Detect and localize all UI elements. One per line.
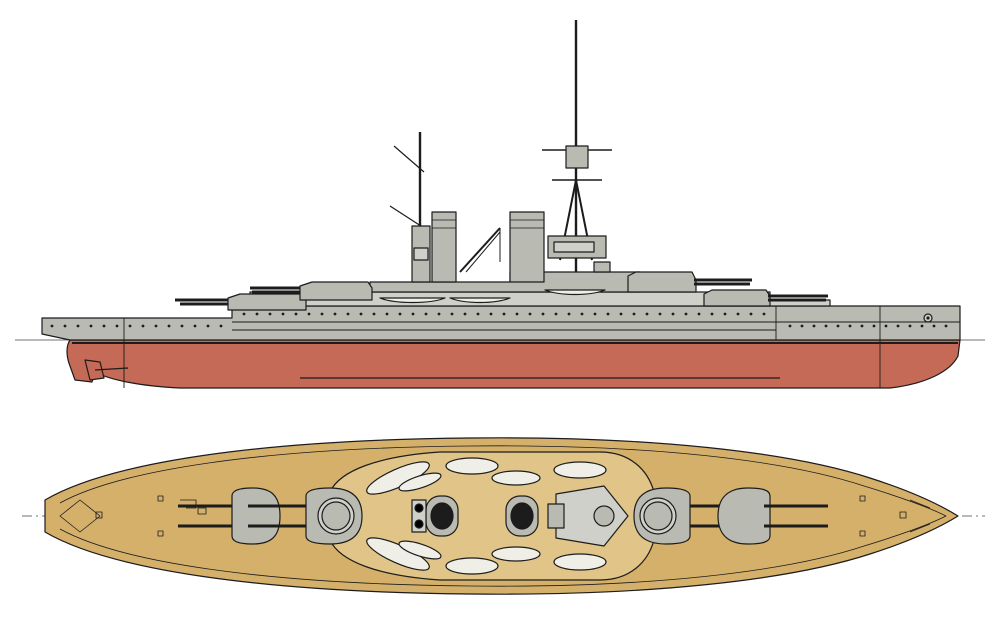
porthole: [920, 324, 924, 328]
porthole: [848, 324, 852, 328]
boat-crane: [459, 227, 501, 273]
bridge-plan: [547, 485, 629, 547]
porthole: [63, 324, 67, 328]
porthole: [684, 312, 688, 316]
porthole: [489, 312, 493, 316]
porthole: [554, 312, 558, 316]
plan-view: [22, 437, 985, 595]
porthole: [411, 312, 415, 316]
porthole: [800, 324, 804, 328]
turret-aft-2: [250, 281, 373, 301]
porthole: [541, 312, 545, 316]
porthole: [219, 324, 223, 328]
porthole: [102, 324, 106, 328]
porthole: [812, 324, 816, 328]
porthole: [476, 312, 480, 316]
porthole-row: [50, 312, 948, 328]
porthole: [346, 312, 350, 316]
porthole: [206, 324, 210, 328]
deck-edge-line: [59, 445, 947, 587]
porthole: [528, 312, 532, 316]
porthole: [154, 324, 158, 328]
porthole: [736, 312, 740, 316]
porthole: [385, 312, 389, 316]
porthole: [320, 312, 324, 316]
porthole: [128, 324, 132, 328]
porthole: [502, 312, 506, 316]
lower-hull: [66, 339, 961, 389]
porthole: [307, 312, 311, 316]
funnel-aft: [431, 211, 457, 283]
porthole: [424, 312, 428, 316]
porthole: [450, 312, 454, 316]
side-profile-view: [15, 20, 985, 389]
deck-fittings: [59, 495, 931, 537]
porthole: [606, 312, 610, 316]
porthole: [167, 324, 171, 328]
funnel-fwd: [509, 211, 545, 283]
upper-hull: [41, 305, 961, 341]
porthole: [359, 312, 363, 316]
porthole: [141, 324, 145, 328]
porthole: [515, 312, 519, 316]
boats: [379, 289, 606, 304]
porthole: [908, 324, 912, 328]
porthole: [884, 324, 888, 328]
turret-aft-1: [175, 293, 307, 311]
porthole: [255, 312, 259, 316]
porthole: [580, 312, 584, 316]
porthole: [645, 312, 649, 316]
turret-fwd-1: [627, 271, 752, 293]
porthole: [671, 312, 675, 316]
porthole: [115, 324, 119, 328]
porthole: [437, 312, 441, 316]
porthole: [896, 324, 900, 328]
porthole: [723, 312, 727, 316]
porthole: [710, 312, 714, 316]
porthole: [944, 324, 948, 328]
porthole: [89, 324, 93, 328]
porthole: [76, 324, 80, 328]
forward-mast: [542, 20, 612, 273]
porthole: [294, 312, 298, 316]
porthole: [860, 324, 864, 328]
boats-plan: [366, 457, 607, 575]
turret-plan-aft-1: [178, 487, 281, 545]
porthole: [658, 312, 662, 316]
porthole: [567, 312, 571, 316]
midships-superstructure: [369, 271, 641, 293]
porthole: [619, 312, 623, 316]
porthole: [242, 312, 246, 316]
porthole: [333, 312, 337, 316]
porthole: [463, 312, 467, 316]
porthole: [762, 312, 766, 316]
porthole: [836, 324, 840, 328]
porthole: [268, 312, 272, 316]
propeller-shaft: [94, 367, 129, 371]
porthole: [824, 324, 828, 328]
porthole: [932, 324, 936, 328]
porthole: [788, 324, 792, 328]
porthole: [593, 312, 597, 316]
porthole: [193, 324, 197, 328]
porthole: [749, 312, 753, 316]
turret-fwd-2: [703, 289, 828, 307]
porthole: [398, 312, 402, 316]
aft-mast: [389, 132, 431, 283]
porthole: [372, 312, 376, 316]
turret-plan-fwd-2: [717, 487, 828, 545]
porthole: [872, 324, 876, 328]
hawse-pipe-hole: [926, 316, 930, 320]
porthole: [697, 312, 701, 316]
porthole: [180, 324, 184, 328]
funnels-plan: [425, 495, 539, 537]
aft-control-plan: [411, 499, 427, 533]
porthole: [281, 312, 285, 316]
porthole: [632, 312, 636, 316]
turret-plan-aft-2: [248, 487, 363, 545]
rudder: [84, 359, 105, 381]
porthole: [50, 324, 54, 328]
